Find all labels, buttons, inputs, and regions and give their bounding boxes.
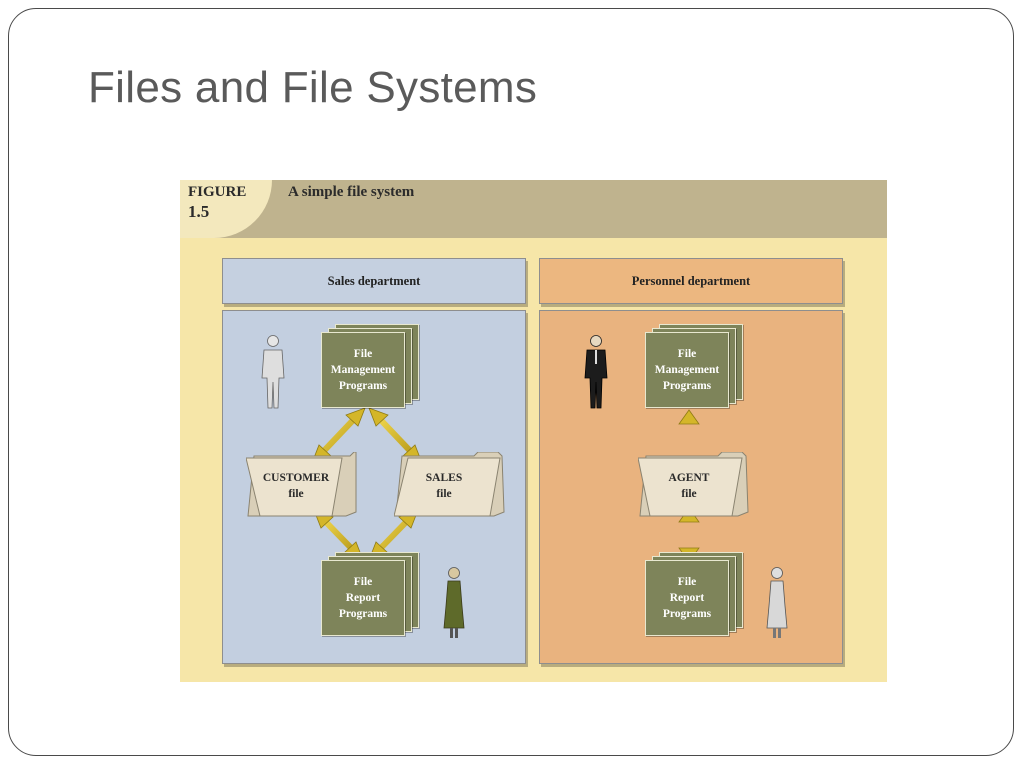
sales-woman-figure-icon <box>443 567 465 638</box>
agent-file-label: AGENT file <box>668 472 710 500</box>
folder-icon <box>638 452 749 517</box>
personnel-man-figure-icon <box>584 335 608 409</box>
sales-file-folder: SALES file <box>394 452 505 520</box>
personnel-file-management-programs: File Management Programs <box>645 324 745 408</box>
sales-file-label: SALES file <box>425 472 463 500</box>
personnel-woman-figure-icon <box>766 567 788 638</box>
sales-department-header: Sales department <box>222 258 526 304</box>
sales-file-management-programs: File Management Programs <box>321 324 421 408</box>
sales-man-figure-icon <box>261 335 285 409</box>
slide-title: Files and File Systems <box>88 63 538 112</box>
folder-icon <box>394 452 505 517</box>
agent-file-folder: AGENT file <box>638 452 749 520</box>
customer-file-label: CUSTOMER file <box>262 472 330 500</box>
personnel-file-report-programs: File Report Programs <box>645 552 745 636</box>
customer-file-folder: CUSTOMER file <box>246 452 357 520</box>
sales-file-report-programs: File Report Programs <box>321 552 421 636</box>
personnel-department-title: Personnel department <box>631 273 751 288</box>
personnel-management-programs-label: File Management Programs <box>654 348 720 392</box>
figure-caption: A simple file system <box>288 184 415 200</box>
figure-number: 1.5 <box>188 202 210 221</box>
personnel-report-programs-label: File Report Programs <box>662 576 712 620</box>
sales-department-title: Sales department <box>327 273 421 288</box>
sales-report-programs-label: File Report Programs <box>338 576 388 620</box>
folder-icon <box>246 452 357 517</box>
figure-header: FIGURE 1.5 A simple file system <box>180 180 887 238</box>
personnel-department-header: Personnel department <box>539 258 843 304</box>
sales-management-programs-label: File Management Programs <box>330 348 396 392</box>
figure-label: FIGURE <box>188 184 247 200</box>
figure-1-5: FIGURE 1.5 A simple file system Sales de… <box>180 180 887 682</box>
